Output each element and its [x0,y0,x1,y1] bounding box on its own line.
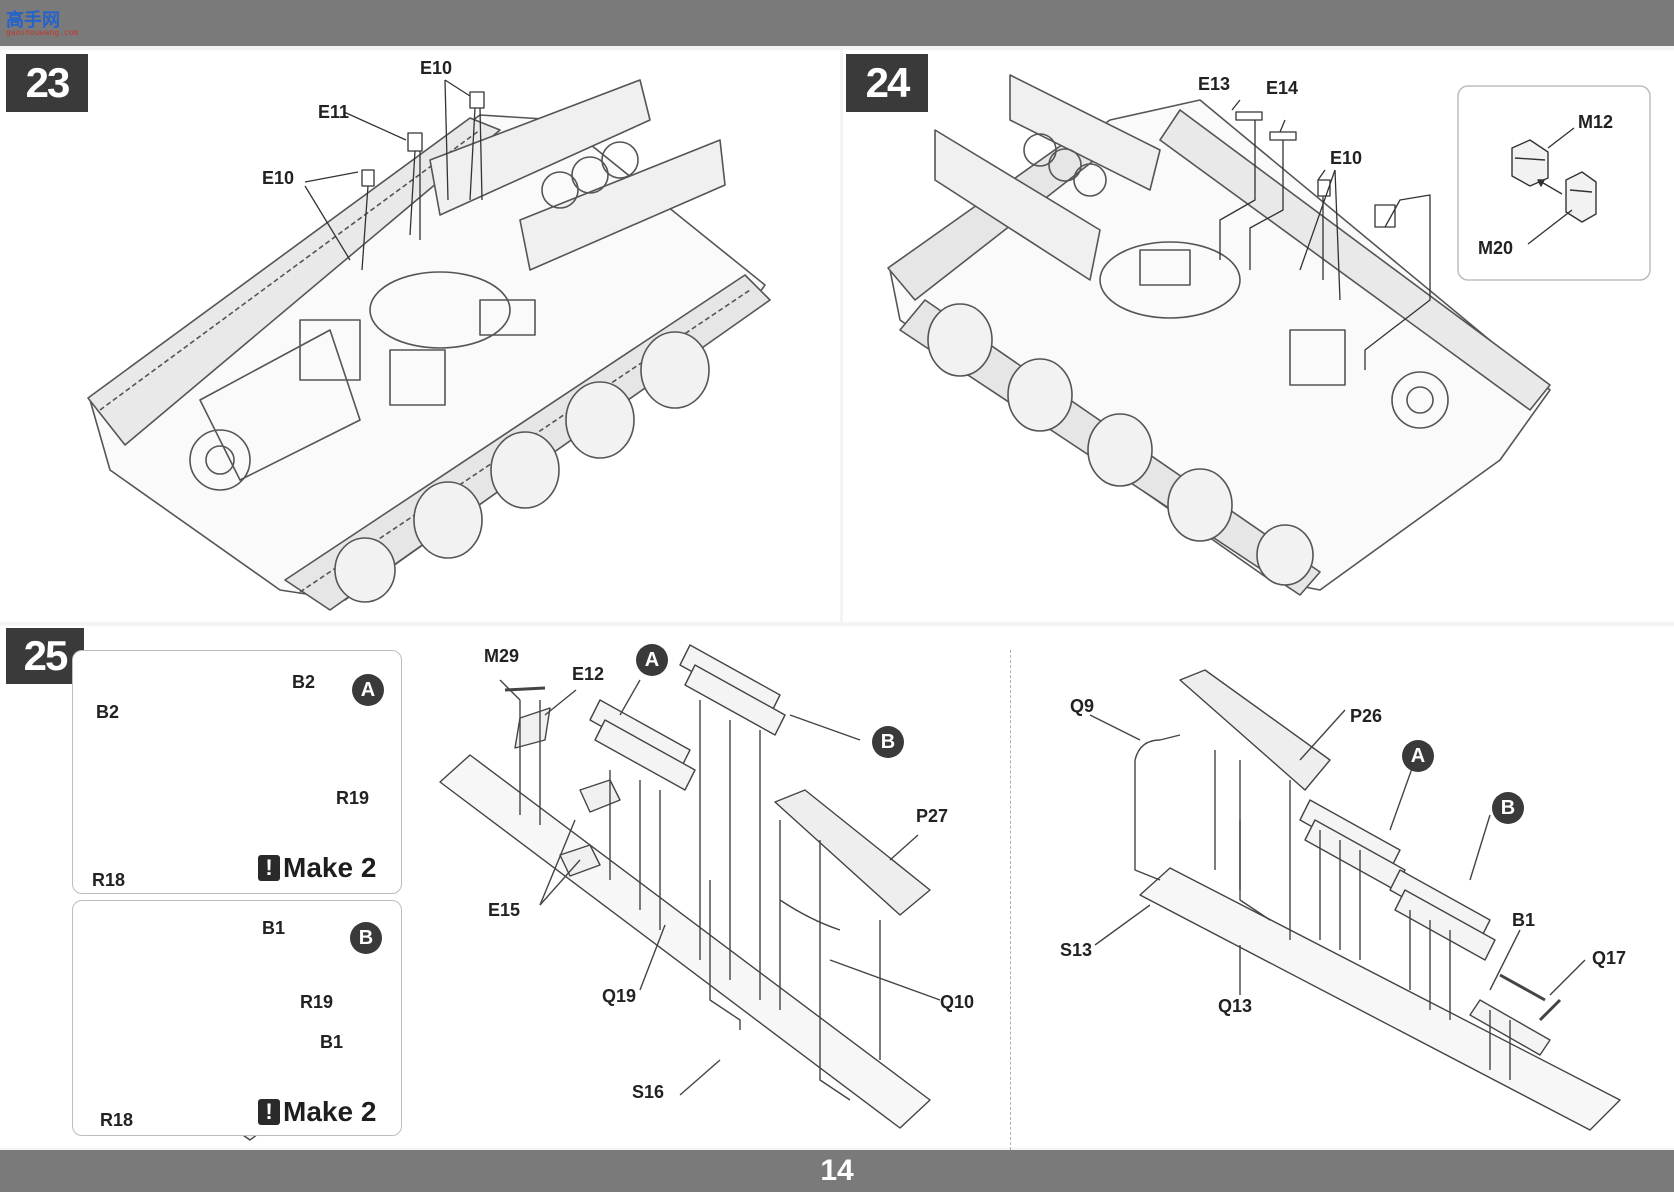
step-25-middle-drawing [439,644,941,1129]
label-r19-b: R19 [300,992,334,1012]
step-24-hull-drawing [887,74,1551,596]
make-2-note-b: !Make 2 [258,1096,376,1128]
warning-icon: ! [258,855,280,881]
callout-b-right: B [1492,792,1524,824]
label-s16: S16 [632,1082,665,1102]
label-q10: Q10 [940,992,975,1012]
callout-a: A [352,674,384,706]
label-s13: S13 [1060,940,1093,960]
step-25-right-drawing [1089,669,1621,1131]
label-e10-left: E10 [262,168,295,188]
callout-a-middle: A [636,644,668,676]
callout-b: B [350,922,382,954]
label-q9: Q9 [1070,696,1095,716]
label-m12: M12 [1578,112,1614,132]
logo-site: gaoshouwang.com [6,28,79,37]
label-r18: R18 [92,870,126,890]
label-m29: M29 [484,646,520,666]
label-b1-top: B1 [262,918,286,938]
label-b1: B1 [1512,910,1536,930]
step-23-badge: 23 [6,54,88,112]
logo-brand: 高手网 [6,10,60,30]
label-e13: E13 [1198,74,1231,94]
warning-icon: ! [258,1099,280,1125]
site-logo: 高手网 gaoshouwang.com [6,6,78,38]
page-number: 14 [820,1154,854,1187]
callout-b-middle: B [872,726,904,758]
label-q19: Q19 [602,986,637,1006]
label-e15: E15 [488,900,521,920]
make-2-note-a: !Make 2 [258,852,376,884]
top-bar [0,0,1674,46]
label-b2-left: B2 [96,702,120,722]
label-r19: R19 [336,788,370,808]
label-p27: P27 [916,806,949,826]
label-e10-top: E10 [420,58,453,78]
step-23-hull-drawing [87,79,771,611]
step-23-part-callouts [304,79,485,271]
step-24-part-callouts [1219,99,1431,370]
step-25-badge: 25 [6,628,84,684]
step-24-badge: 24 [846,54,928,112]
label-q13: Q13 [1218,996,1253,1016]
bottom-bar [0,1150,1674,1192]
step-24-detail-drawing [1511,127,1597,245]
label-r18-b: R18 [100,1110,134,1130]
callout-a-right: A [1402,740,1434,772]
step-24-detail-box [1457,85,1651,281]
label-p26: P26 [1350,706,1383,726]
step-25-box-a [72,650,402,894]
step-25-box-b [72,900,402,1136]
step-25-divider [1010,650,1011,1150]
label-e11: E11 [318,102,350,122]
label-e14: E14 [1266,78,1299,98]
label-e10: E10 [1330,148,1363,168]
label-m20: M20 [1478,238,1514,258]
label-q17: Q17 [1592,948,1627,968]
label-b1-right: B1 [320,1032,344,1052]
label-b2-top: B2 [292,672,316,692]
label-e12: E12 [572,664,605,684]
